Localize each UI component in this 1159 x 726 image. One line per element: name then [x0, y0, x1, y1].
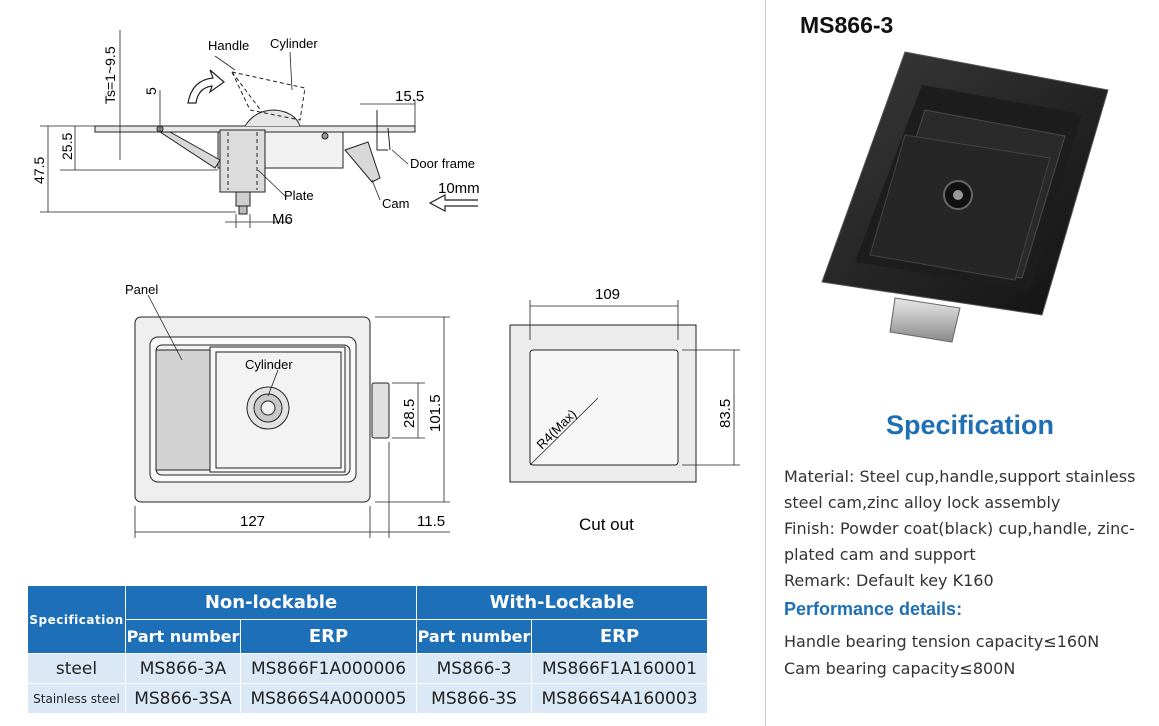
dim-5: 5: [143, 87, 159, 95]
product-photo: [821, 51, 1109, 343]
table-cell: MS866S4A000005: [240, 683, 417, 714]
label-cylinder-front: Cylinder: [245, 357, 293, 372]
specification-table: Specification Non-lockable With-Lockable…: [27, 585, 708, 714]
spec-line: Material: Steel cup,handle,support stain…: [784, 467, 1136, 486]
label-handle: Handle: [208, 38, 249, 53]
table-spec-header: Specification: [27, 585, 126, 654]
spec-line: steel cam,zinc alloy lock assembly: [784, 493, 1061, 512]
dim-109: 109: [595, 286, 620, 303]
table-cell: MS866F1A000006: [240, 653, 417, 684]
table-cell: MS866F1A160001: [531, 653, 708, 684]
dim-10mm: 10mm: [438, 180, 480, 197]
dim-m6: M6: [272, 211, 293, 228]
label-door-frame: Door frame: [410, 156, 475, 171]
table-cell: MS866-3S: [416, 683, 532, 714]
cutout-drawing: 109 83.5 R4(Max) Cut out: [509, 286, 740, 534]
dim-11-5: 11.5: [417, 513, 445, 530]
table-group-non-lockable: Non-lockable: [125, 585, 417, 620]
dim-ts: Ts=1~9.5: [102, 46, 118, 104]
column-divider: [765, 0, 766, 726]
direction-arrow-icon: [428, 194, 478, 212]
table-cell: MS866-3: [416, 653, 532, 684]
table-cell: MS866-3A: [125, 653, 241, 684]
table-cell: MS866S4A160003: [531, 683, 708, 714]
dim-25-5: 25.5: [59, 133, 75, 160]
spec-line: Remark: Default key K160: [784, 571, 994, 590]
table-subheader-erp: ERP: [531, 619, 708, 654]
table-row: Stainless steel MS866-3SA MS866S4A000005…: [27, 683, 708, 714]
spec-line: Finish: Powder coat(black) cup,handle, z…: [784, 519, 1135, 538]
label-cam: Cam: [382, 196, 409, 211]
table-cell-material: steel: [27, 653, 126, 684]
table-cell-material: Stainless steel: [27, 683, 126, 714]
dim-83-5: 83.5: [717, 399, 734, 428]
product-title: MS866-3: [800, 12, 894, 38]
spec-line: plated cam and support: [784, 545, 976, 564]
label-cylinder-side: Cylinder: [270, 36, 318, 51]
table-subheader-part-number: Part number: [416, 619, 532, 654]
dim-101-5: 101.5: [427, 394, 444, 432]
dim-28-5: 28.5: [401, 399, 418, 428]
table-row: steel MS866-3A MS866F1A000006 MS866-3 MS…: [27, 653, 708, 684]
table-subheader-erp: ERP: [240, 619, 417, 654]
label-panel: Panel: [125, 282, 158, 297]
dim-15-5: 15.5: [395, 88, 424, 105]
performance-line: Handle bearing tension capacity≤160N: [784, 632, 1100, 651]
table-subheader-part-number: Part number: [125, 619, 241, 654]
performance-heading: Performance details:: [784, 599, 963, 619]
front-view-drawing: Panel Cylinder 28.5 101.5 127 11.5: [125, 282, 450, 538]
table-group-with-lockable: With-Lockable: [416, 585, 708, 620]
dim-47-5: 47.5: [31, 157, 47, 184]
rotation-arrow-icon: [187, 69, 225, 104]
performance-line: Cam bearing capacity≤800N: [784, 659, 1016, 678]
cutout-caption: Cut out: [579, 515, 634, 534]
table-cell: MS866-3SA: [125, 683, 241, 714]
label-plate: Plate: [284, 188, 314, 203]
dim-127: 127: [240, 513, 265, 530]
side-view-drawing: Handle Cylinder Plate Door frame Cam 15.…: [31, 30, 480, 228]
specification-heading: Specification: [885, 410, 1055, 440]
